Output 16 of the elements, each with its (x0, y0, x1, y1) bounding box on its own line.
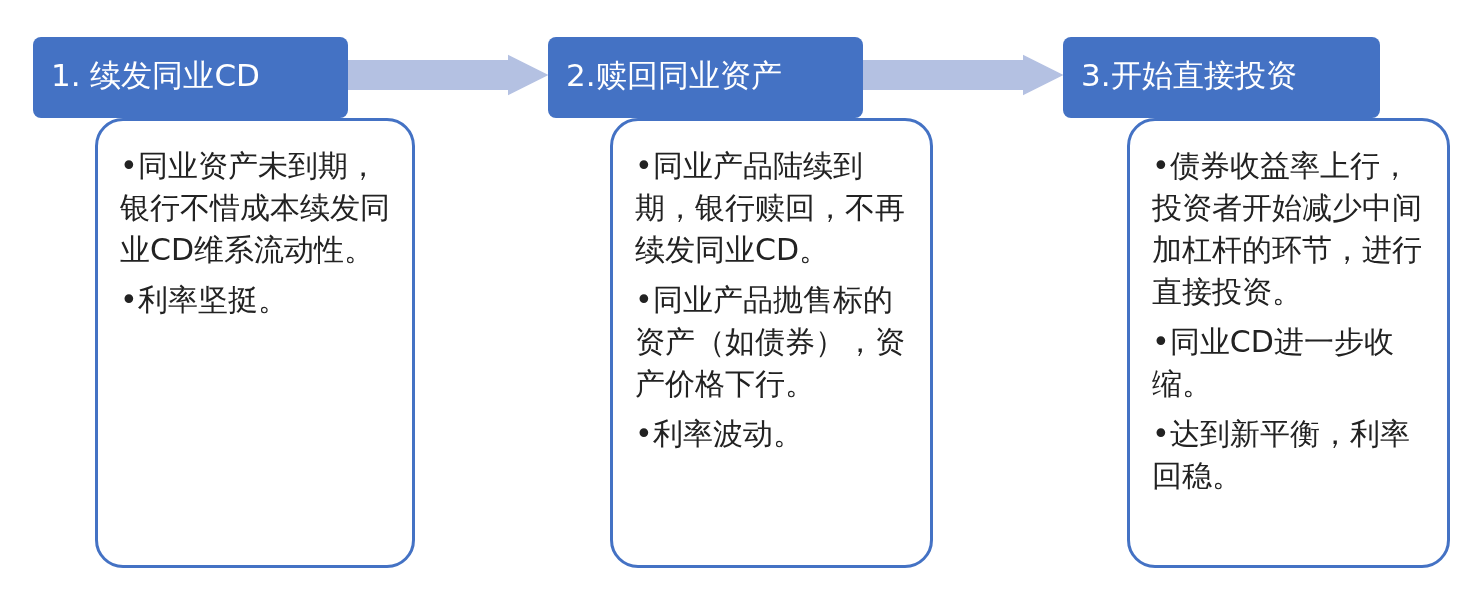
text-card (95, 118, 415, 568)
bullet-text: •利率坚挺。 (120, 281, 289, 319)
bullet-text: •同业产品抛售标的资产（如债券），资产价格下行。 (635, 281, 906, 403)
arrow (348, 54, 549, 96)
step-header: 1. 续发同业CD (33, 37, 348, 118)
text-card (1127, 118, 1450, 568)
bullet-text: •同业CD进一步收缩。 (1152, 323, 1395, 403)
bullet-text: •利率波动。 (635, 415, 804, 453)
bullet-text: •达到新平衡，利率回稳。 (1152, 415, 1411, 495)
bullet-text: •同业资产未到期，银行不惜成本续发同业CD维系流动性。 (120, 147, 391, 269)
step-header: 2.赎回同业资产 (548, 37, 863, 118)
text-card (610, 118, 933, 568)
arrow (863, 54, 1064, 96)
bullet-text: •债券收益率上行，投资者开始减少中间加杠杆的环节，进行直接投资。 (1152, 147, 1423, 311)
bullet-text: •同业产品陆续到期，银行赎回，不再续发同业CD。 (635, 147, 906, 269)
step-header: 3.开始直接投资 (1063, 37, 1380, 118)
